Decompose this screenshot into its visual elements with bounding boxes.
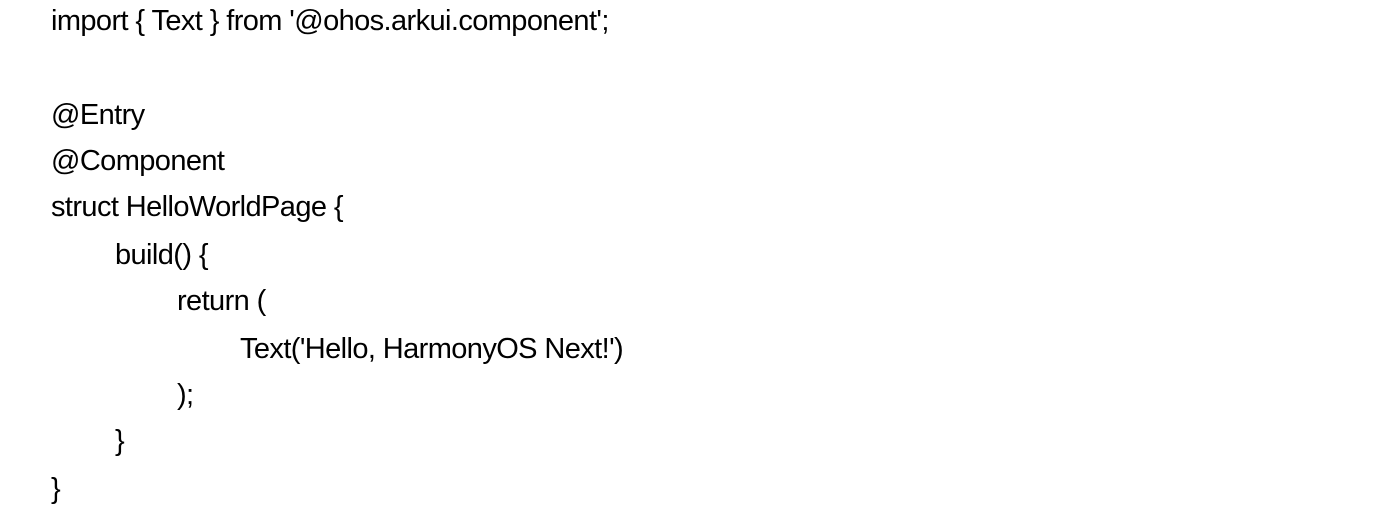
code-line-struct-close: } xyxy=(51,473,61,505)
code-line-return: return ( xyxy=(177,285,266,317)
code-line-decorator-component: @Component xyxy=(51,145,225,177)
code-line-return-close: ); xyxy=(177,379,194,411)
code-line-text-component: Text('Hello, HarmonyOS Next!') xyxy=(240,333,624,365)
code-line-import: import { Text } from '@ohos.arkui.compon… xyxy=(51,5,609,37)
code-line-decorator-entry: @Entry xyxy=(51,99,145,131)
code-line-struct-declaration: struct HelloWorldPage { xyxy=(51,191,344,223)
code-line-build-close: } xyxy=(115,425,125,457)
code-line-build-method: build() { xyxy=(115,239,209,271)
